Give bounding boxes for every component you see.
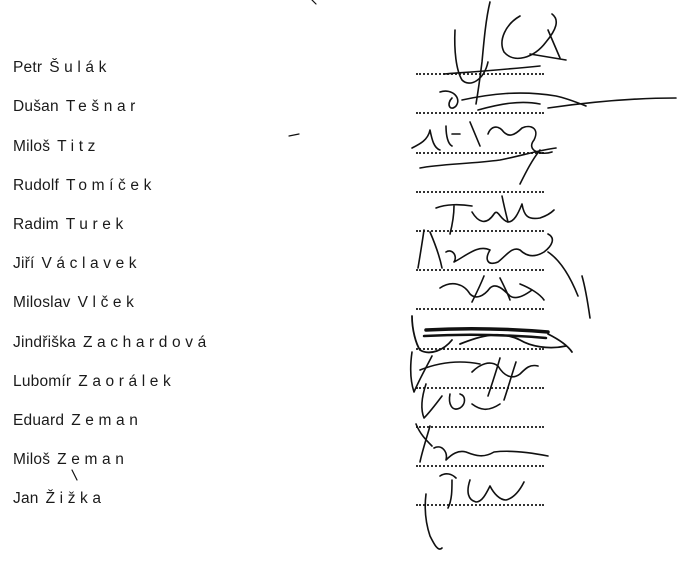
first-name: Miloš bbox=[13, 138, 51, 155]
signatory-row: Jan Žižka bbox=[0, 489, 679, 513]
signatory-row: Miloslav Vlček bbox=[0, 293, 679, 317]
signatory-name: Miloš Zeman bbox=[13, 450, 128, 470]
last-name: Turek bbox=[65, 216, 128, 233]
first-name: Dušan bbox=[13, 98, 59, 115]
signatory-name: Dušan Tešnar bbox=[13, 97, 140, 117]
signatory-row: Jiří Václavek bbox=[0, 254, 679, 278]
first-name: Miloš bbox=[13, 451, 51, 468]
signatory-name: Radim Turek bbox=[13, 215, 128, 235]
signatory-name: Rudolf Tomíček bbox=[13, 176, 156, 196]
stray-dash-mark bbox=[288, 133, 300, 137]
last-name: Tešnar bbox=[65, 98, 140, 115]
signature-line bbox=[416, 504, 544, 506]
last-name: Žižka bbox=[45, 490, 106, 507]
last-name: Vlček bbox=[77, 294, 139, 311]
signatory-name: Jindřiška Zachardová bbox=[13, 333, 211, 353]
signatory-row: Jindřiška Zachardová bbox=[0, 333, 679, 357]
first-name: Radim bbox=[13, 216, 59, 233]
signature-line bbox=[416, 387, 544, 389]
signature-line bbox=[416, 426, 544, 428]
first-name: Jiří bbox=[13, 255, 35, 272]
signature-line bbox=[416, 308, 544, 310]
signatory-name: Jan Žižka bbox=[13, 489, 106, 509]
first-name: Petr bbox=[13, 59, 43, 76]
first-name: Jan bbox=[13, 490, 39, 507]
first-name: Lubomír bbox=[13, 373, 72, 390]
signatory-row: Miloš Zeman bbox=[0, 450, 679, 474]
signature-line bbox=[416, 348, 544, 350]
page-top-mark bbox=[311, 0, 317, 5]
signatory-row: Rudolf Tomíček bbox=[0, 176, 679, 200]
signature-line bbox=[416, 191, 544, 193]
signatory-name: Jiří Václavek bbox=[13, 254, 141, 274]
last-name: Tomíček bbox=[66, 177, 156, 194]
first-name: Eduard bbox=[13, 412, 65, 429]
signatory-row: Petr Šulák bbox=[0, 58, 679, 82]
signatory-name: Miloš Titz bbox=[13, 137, 100, 157]
last-name: Zachardová bbox=[82, 334, 211, 351]
signature-line bbox=[416, 269, 544, 271]
signature-line bbox=[416, 73, 544, 75]
signature-line bbox=[416, 112, 544, 114]
signature-line bbox=[416, 152, 544, 154]
signature-line bbox=[416, 230, 544, 232]
first-name: Jindřiška bbox=[13, 334, 76, 351]
last-name: Zeman bbox=[71, 412, 143, 429]
signatory-name: Lubomír Zaorálek bbox=[13, 372, 175, 392]
last-name: Šulák bbox=[49, 59, 112, 76]
last-name: Václavek bbox=[41, 255, 142, 272]
signature-line bbox=[416, 465, 544, 467]
signatory-name: Petr Šulák bbox=[13, 58, 111, 78]
signatory-row: Radim Turek bbox=[0, 215, 679, 239]
signatory-row: Dušan Tešnar bbox=[0, 97, 679, 121]
last-name: Titz bbox=[57, 138, 100, 155]
last-name: Zeman bbox=[57, 451, 129, 468]
signatory-name: Miloslav Vlček bbox=[13, 293, 139, 313]
last-name: Zaorálek bbox=[78, 373, 176, 390]
signatory-row: Eduard Zeman bbox=[0, 411, 679, 435]
signatory-name: Eduard Zeman bbox=[13, 411, 142, 431]
signatory-row: Miloš Titz bbox=[0, 137, 679, 161]
first-name: Miloslav bbox=[13, 294, 71, 311]
signatory-row: Lubomír Zaorálek bbox=[0, 372, 679, 396]
first-name: Rudolf bbox=[13, 177, 60, 194]
signature-icon bbox=[443, 1, 567, 105]
